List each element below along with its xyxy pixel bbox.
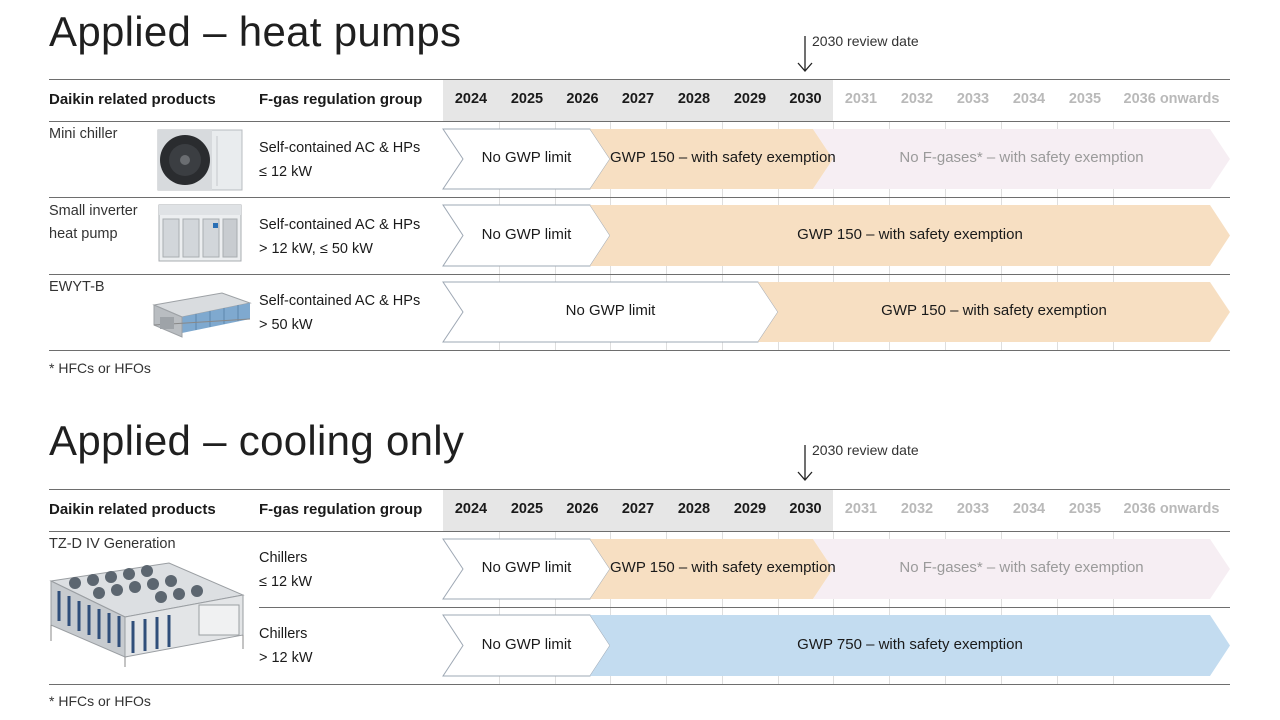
year-header: 2036 onwards (1123, 501, 1220, 517)
year-header: 2031 (844, 501, 878, 517)
year-header: 2024 (454, 91, 488, 107)
divider (49, 489, 1230, 490)
bar-label: No GWP limit (481, 635, 572, 653)
bar-label: GWP 150 – with safety exemption (610, 149, 836, 166)
group-capacity: > 50 kW (259, 317, 313, 333)
bar-label: No GWP limit (481, 559, 572, 576)
group-name: Self-contained AC & HPs (259, 293, 421, 309)
tz-d-chiller-image (49, 562, 245, 667)
year-header: 2033 (956, 501, 990, 517)
year-header: 2024 (454, 501, 488, 517)
product-name: TZ-D IV Generation (49, 536, 176, 552)
year-header: 2026 (566, 501, 599, 517)
divider (49, 531, 1230, 532)
group-name: Self-contained AC & HPs (259, 217, 421, 233)
bar-label: GWP 150 – with safety exemption (797, 225, 1023, 243)
year-header: 2035 (1068, 91, 1102, 107)
year-header: 2029 (733, 501, 767, 517)
bar-label: GWP 750 – with safety exemption (797, 635, 1023, 653)
footnote: * HFCs or HFOs (49, 360, 151, 376)
year-header: 2034 (1012, 501, 1046, 517)
year-header: 2028 (677, 91, 711, 107)
year-header: 2036 onwards (1123, 91, 1220, 107)
year-header: 2029 (733, 91, 767, 107)
divider (49, 79, 1230, 80)
divider (49, 350, 1230, 351)
year-header: 2030 (789, 91, 822, 107)
product-name: Mini chiller (49, 126, 118, 142)
header-group: F-gas regulation group (259, 501, 423, 518)
year-header: 2025 (510, 91, 544, 107)
header-group: F-gas regulation group (259, 91, 423, 108)
review-date-label: 2030 review date (812, 442, 919, 458)
year-header: 2028 (677, 501, 711, 517)
divider (49, 197, 1230, 198)
section-title: Applied – cooling only (49, 417, 465, 464)
group-capacity: ≤ 12 kW (259, 574, 313, 590)
past-years-shade (443, 490, 833, 531)
review-date-label: 2030 review date (812, 33, 919, 49)
divider (49, 274, 1230, 275)
group-capacity: ≤ 12 kW (259, 164, 313, 180)
bar-label: No F-gases* – with safety exemption (899, 559, 1144, 576)
header-products: Daikin related products (49, 501, 216, 518)
product-name-line1: Small inverter (49, 203, 138, 219)
year-header: 2034 (1012, 91, 1046, 107)
year-header: 2025 (510, 501, 544, 517)
product-name-line2: heat pump (49, 226, 118, 242)
year-header: 2026 (566, 91, 599, 107)
mini-chiller-image (157, 129, 243, 191)
bar-label: No GWP limit (565, 302, 656, 319)
past-years-shade (443, 80, 833, 121)
bar-label: No F-gases* – with safety exemption (899, 149, 1144, 166)
product-name: EWYT-B (49, 279, 105, 295)
footnote: * HFCs or HFOs (49, 693, 151, 709)
group-capacity: > 12 kW (259, 650, 313, 666)
year-header: 2033 (956, 91, 990, 107)
bar-label: No GWP limit (481, 225, 572, 243)
bar-label: No GWP limit (481, 149, 572, 166)
year-header: 2031 (844, 91, 878, 107)
group-name: Chillers (259, 626, 308, 642)
bar-label: GWP 150 – with safety exemption (610, 559, 836, 576)
bar-label: GWP 150 – with safety exemption (881, 302, 1107, 319)
year-header: 2030 (789, 501, 822, 517)
ewyt-b-chiller-image (152, 292, 252, 338)
divider (49, 121, 1230, 122)
divider (49, 684, 1230, 685)
review-arrow-icon (797, 445, 813, 481)
year-header: 2032 (900, 501, 934, 517)
review-arrow-icon (797, 36, 813, 72)
group-capacity: > 12 kW, ≤ 50 kW (259, 241, 373, 257)
year-header: 2032 (900, 91, 934, 107)
year-header: 2035 (1068, 501, 1102, 517)
section-title: Applied – heat pumps (49, 8, 462, 55)
year-header: 2027 (621, 91, 655, 107)
divider (259, 607, 1230, 608)
group-name: Chillers (259, 550, 308, 566)
header-products: Daikin related products (49, 91, 216, 108)
year-header: 2027 (621, 501, 655, 517)
group-name: Self-contained AC & HPs (259, 140, 421, 156)
inverter-heat-pump-image (158, 204, 242, 262)
